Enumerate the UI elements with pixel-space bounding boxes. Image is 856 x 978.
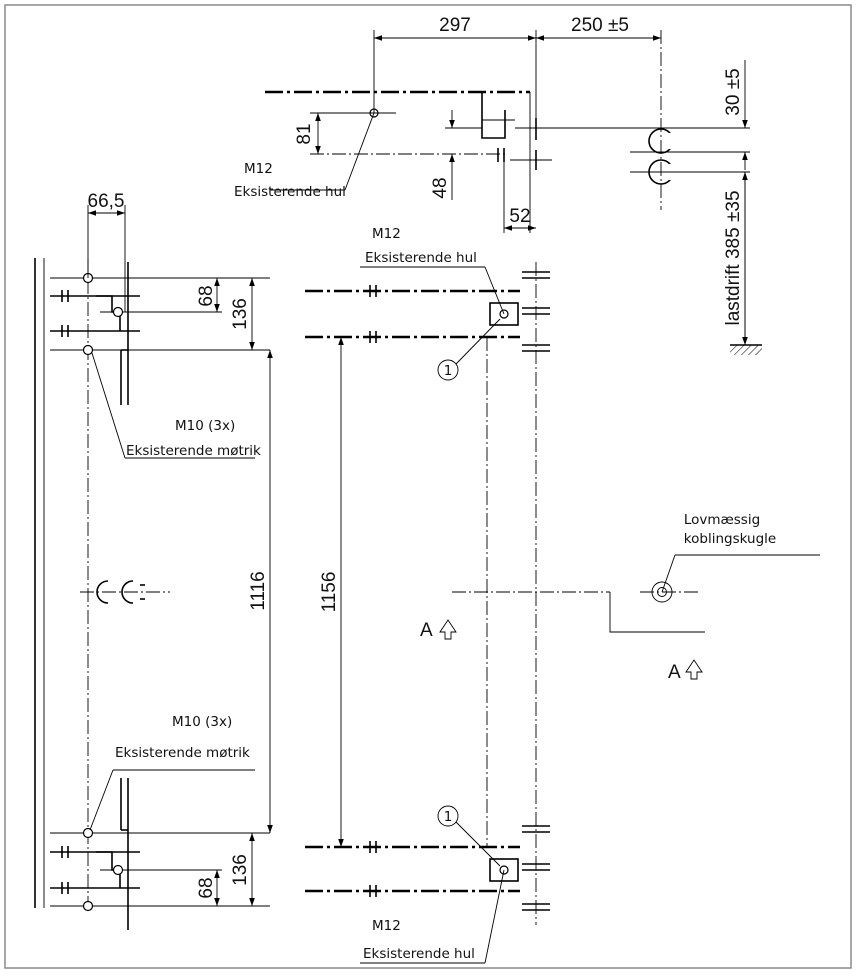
nut-top-2: [112, 306, 124, 318]
label-hole-mid: Eksisterende hul: [365, 250, 477, 266]
label-m10-bottom: M10 (3x): [172, 714, 232, 730]
dim-48: 48: [430, 177, 451, 198]
bolt-block-top: [489, 302, 519, 326]
leader-hole-mid: [484, 266, 505, 315]
ball-front-right: [121, 580, 134, 604]
label-m12-mid: M12: [372, 226, 401, 242]
left-front-view: 66,5 68 136 1116 136 68 M10 (3x) Eksiste…: [34, 191, 273, 930]
label-ball-1: Lovmæssig: [684, 512, 760, 528]
ball-front-left: [96, 580, 109, 604]
dim-385: lastdrift 385 ±35: [723, 190, 744, 325]
nut-bot-1: [82, 827, 94, 839]
leader-hole-bottom: [484, 869, 505, 964]
dim-250: 250 ±5: [571, 15, 629, 36]
label-hole-top: Eksisterende hul: [234, 184, 346, 200]
svg-text:1: 1: [444, 809, 453, 825]
label-ball-2: koblingskugle: [684, 531, 776, 547]
dim-136-top: 136: [230, 298, 251, 330]
bolt-block-bottom: [489, 858, 519, 882]
section-arrow-left: [439, 619, 457, 640]
dim-136-bottom: 136: [230, 854, 251, 886]
dim-66-5: 66,5: [88, 191, 125, 212]
nut-bot-2: [112, 864, 124, 876]
leader-nut-bot: [89, 769, 114, 831]
leader-nut-top: [91, 352, 126, 459]
dim-68-bottom: 68: [196, 877, 217, 898]
dim-1156: 1156: [319, 572, 340, 613]
dim-297: 297: [439, 15, 471, 36]
callout-1-bottom: [437, 805, 459, 827]
ball-symbol: [651, 581, 673, 603]
svg-text:1: 1: [444, 363, 453, 379]
label-nut-top: Eksisterende møtrik: [126, 443, 261, 459]
leader-hole-top: [344, 112, 375, 191]
dim-52: 52: [509, 206, 530, 227]
section-a-left: A: [420, 620, 433, 641]
label-hole-bottom: Eksisterende hul: [363, 946, 475, 962]
nut-top-3: [82, 344, 94, 356]
top-side-view: 297 250 ±5 30 ±5 lastdrift 385 ±35 81 48…: [234, 15, 762, 355]
label-m12-bottom: M12: [372, 918, 401, 934]
callout-1-top: [437, 359, 459, 381]
sheet-border: [4, 4, 852, 969]
dim-30: 30 ±5: [723, 68, 744, 115]
dim-68-top: 68: [196, 285, 217, 306]
ground-hatch: [730, 345, 762, 355]
dim-1116: 1116: [248, 571, 269, 610]
label-m10-top: M10 (3x): [175, 418, 235, 434]
label-nut-bottom: Eksisterende møtrik: [115, 745, 250, 761]
dim-81: 81: [294, 123, 315, 144]
label-m12-top: M12: [244, 161, 273, 177]
nut-bot-3: [82, 900, 94, 912]
section-arrow-right: [685, 659, 703, 680]
section-a-right: A: [668, 662, 681, 683]
middle-view: Lovmæssig koblingskugle 1156 1 1 M12 Eks…: [305, 226, 820, 964]
